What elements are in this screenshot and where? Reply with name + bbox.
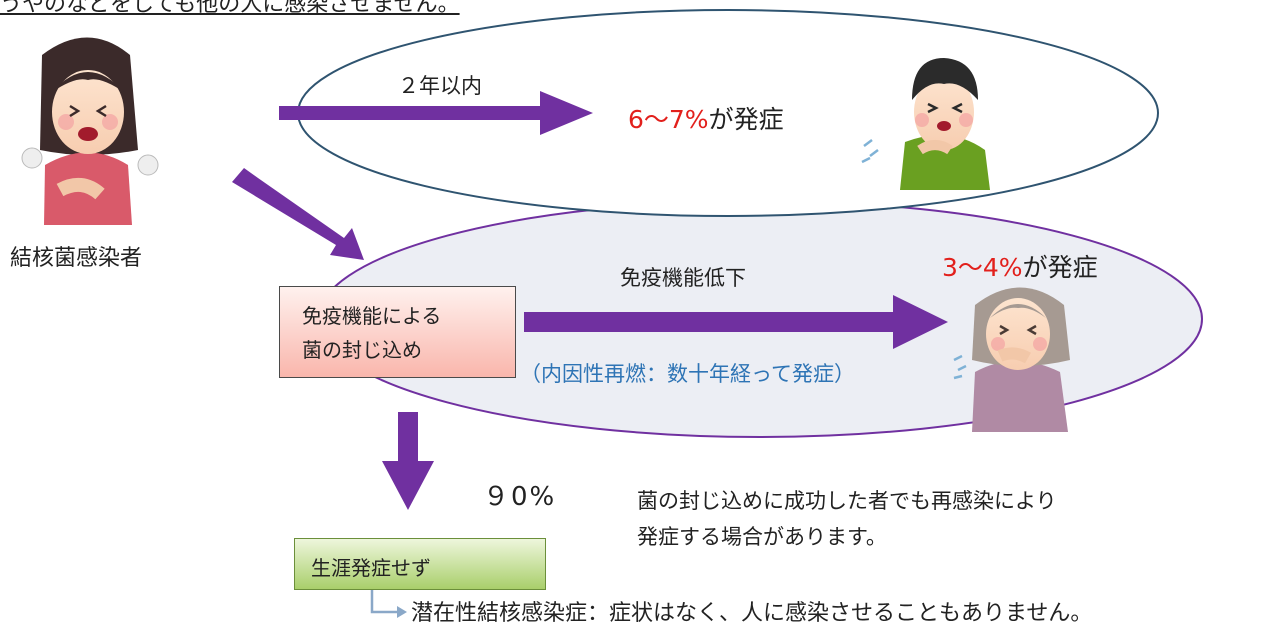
reinfection-note: 菌の封じ込めに成功した者でも再感染により 発症する場合があります。 xyxy=(637,483,1157,555)
arrow-to-containment xyxy=(232,168,364,260)
within-two-years-label: ２年以内 xyxy=(398,74,482,98)
elbow-connector-arrow-icon xyxy=(370,590,407,618)
top-onset-rate: 6〜7%が発症 xyxy=(628,100,784,136)
lifelong-no-onset-box: 生涯発症せず xyxy=(294,538,546,590)
arrow-two-years xyxy=(279,91,593,135)
coughing-woman-icon xyxy=(21,37,159,225)
sneezing-man-icon xyxy=(861,58,990,190)
reinfection-line-2: 発症する場合があります。 xyxy=(637,525,887,549)
containment-box: 免疫機能による 菌の封じ込め xyxy=(279,286,516,378)
infected-person-label: 結核菌感染者 xyxy=(10,246,143,271)
arrow-down-90 xyxy=(382,412,434,510)
reinfection-line-1: 菌の封じ込めに成功した者でも再感染により xyxy=(637,489,1057,513)
bottom-onset-percent: 3〜4% xyxy=(942,253,1023,282)
containment-line-1: 免疫機能による xyxy=(302,304,442,328)
top-text: うやのなどをしても他の人に感染させません。 xyxy=(0,0,460,17)
bottom-onset-rate: 3〜4%が発症 xyxy=(942,248,1098,284)
top-onset-suffix: が発症 xyxy=(708,105,784,134)
top-onset-percent: 6〜7% xyxy=(628,105,709,134)
bottom-onset-suffix: が発症 xyxy=(1022,253,1098,282)
coughing-elderly-woman-icon xyxy=(953,287,1070,432)
latent-infection-note: 潜在性結核感染症：症状はなく、人に感染させることもありません。 xyxy=(411,601,1093,626)
immune-decline-label: 免疫機能低下 xyxy=(620,266,746,290)
containment-line-2: 菌の封じ込め xyxy=(302,338,422,362)
ninety-percent-label: ９0% xyxy=(483,482,557,512)
arrow-immune-decline xyxy=(524,295,948,349)
reactivation-note: （内因性再燃：数十年経って発症） xyxy=(520,362,855,386)
